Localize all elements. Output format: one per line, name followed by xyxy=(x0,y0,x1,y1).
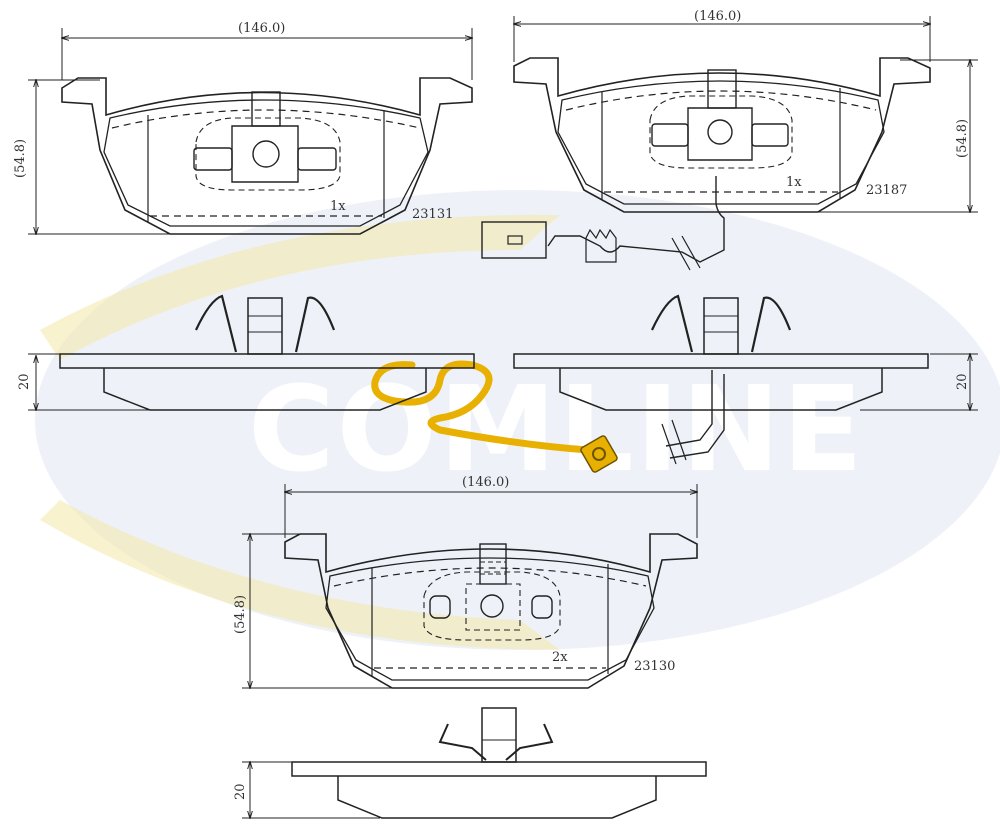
comline-logo xyxy=(371,360,618,473)
pad-outline xyxy=(61,77,473,235)
inner-dashed-arc xyxy=(111,109,421,129)
pad-23130 xyxy=(242,484,698,689)
sensor-connector xyxy=(481,221,547,259)
friction-surface xyxy=(325,557,655,681)
side-view-23131 xyxy=(28,294,475,411)
spring-clip xyxy=(438,723,554,761)
clip-dashed-outline xyxy=(649,95,793,169)
sensor-wire xyxy=(547,176,725,263)
clip-wing-right xyxy=(297,147,337,171)
side-view-23130 xyxy=(242,707,707,819)
side-view-23187 xyxy=(513,294,978,465)
friction-block xyxy=(559,368,883,411)
friction-block xyxy=(337,776,657,819)
clip-post xyxy=(481,707,517,763)
clip-dashed-inner xyxy=(465,583,521,631)
pad1-thickness-label: 20 xyxy=(17,373,32,390)
inner-dashed-arc xyxy=(333,567,647,587)
sensor-boot xyxy=(585,228,617,263)
friction-block xyxy=(103,368,427,411)
logo-badge xyxy=(580,435,618,473)
pad1-qty: 1x xyxy=(330,199,346,214)
logo-badge-mark xyxy=(592,447,606,461)
pad1-part-no: 23131 xyxy=(412,207,453,222)
pad-outline xyxy=(284,533,698,689)
pad-23131 xyxy=(28,28,473,235)
clip-hole xyxy=(707,119,733,145)
backing-plate xyxy=(291,761,707,777)
sensor-lead xyxy=(665,370,725,459)
pad3-width-label: (146.0) xyxy=(462,475,509,490)
clip-wing-left xyxy=(651,123,689,147)
logo-hook xyxy=(371,360,592,454)
spring-clip xyxy=(651,294,792,353)
sensor-break xyxy=(671,235,701,271)
pad1-height-label: (54.8) xyxy=(13,139,28,178)
clip-body xyxy=(687,107,753,161)
clip-tab-top xyxy=(479,543,507,585)
clip-wing-left xyxy=(429,595,451,619)
clip-hole xyxy=(252,140,280,168)
watermark-brand: COMLINE xyxy=(248,360,865,498)
clip-wing-right xyxy=(531,595,553,619)
sensor-break xyxy=(661,419,687,465)
inner-dashed-arc xyxy=(565,90,877,111)
clip-tab-top xyxy=(251,91,281,127)
pad3-qty: 2x xyxy=(552,650,568,665)
spring-clip xyxy=(195,294,336,353)
pad3-part-no: 23130 xyxy=(634,659,675,674)
watermark-ellipse xyxy=(35,190,1000,650)
clip-post xyxy=(703,297,739,355)
sensor-connector-pin xyxy=(507,235,523,245)
pad2-part-no: 23187 xyxy=(866,183,907,198)
clip-wing-left xyxy=(193,147,233,171)
clip-dashed-outline xyxy=(195,117,341,191)
clip-body xyxy=(231,125,299,183)
pad3-height-label: (54.8) xyxy=(233,595,248,634)
pad2-width-label: (146.0) xyxy=(694,9,741,24)
clip-post xyxy=(247,297,283,355)
clip-hole xyxy=(480,594,504,618)
watermark-accent xyxy=(40,214,560,360)
pad-outline xyxy=(513,57,931,213)
friction-surface xyxy=(557,80,885,205)
pad-23187 xyxy=(481,16,978,271)
pad1-width-label: (146.0) xyxy=(238,21,285,36)
pad2-thickness-label: 20 xyxy=(955,373,970,390)
watermark-accent-lower xyxy=(40,500,560,650)
pad2-height-label: (54.8) xyxy=(955,119,970,158)
pad2-qty: 1x xyxy=(786,175,802,190)
clip-wing-right xyxy=(751,123,789,147)
pad3-thickness-label: 20 xyxy=(233,783,248,800)
clip-tab-top xyxy=(707,69,737,109)
watermark: COMLINE xyxy=(35,190,1000,650)
